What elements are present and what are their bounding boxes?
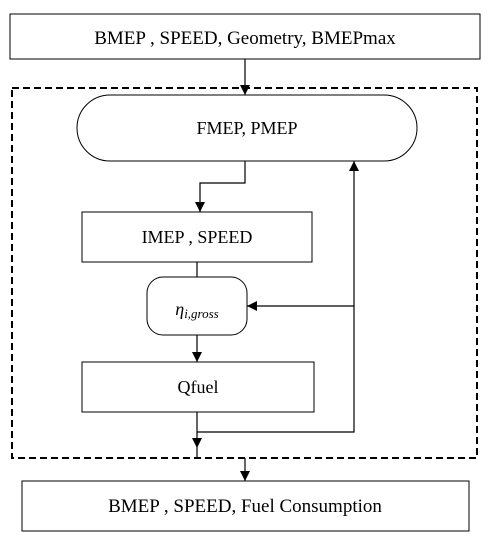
output-label: BMEP , SPEED, Fuel Consumption [108, 496, 382, 517]
arrow-friction-to-imep [195, 161, 246, 212]
fuel-label: Qfuel [178, 377, 219, 397]
imep-label: IMEP , SPEED [142, 227, 253, 247]
efficiency-subscript: i,gross [184, 306, 219, 321]
output-box: BMEP , SPEED, Fuel Consumption [21, 480, 470, 532]
feedback-loop-line [197, 161, 359, 433]
imep-box: IMEP , SPEED [81, 211, 313, 263]
efficiency-symbol: η [175, 299, 184, 319]
fuel-box: Qfuel [81, 361, 315, 413]
input-box: BMEP , SPEED, Geometry, BMEPmax [9, 13, 481, 60]
friction-label: FMEP, PMEP [196, 118, 297, 138]
friction-box: FMEP, PMEP [76, 94, 418, 162]
svg-text:ηi,gross: ηi,gross [175, 299, 219, 321]
input-label: BMEP , SPEED, Geometry, BMEPmax [94, 28, 396, 49]
efficiency-box: ηi,gross [146, 276, 248, 336]
